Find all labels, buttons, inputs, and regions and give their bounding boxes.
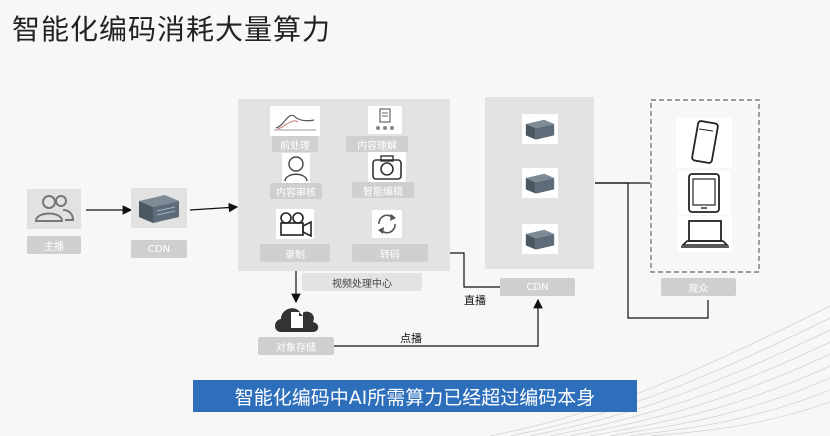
anchor-node (27, 189, 81, 229)
cdn-server-2 (522, 168, 558, 198)
smart-edit-icon-tile (368, 152, 406, 182)
server-icon (525, 119, 555, 140)
transcode-icon-tile (372, 210, 402, 238)
preprocess-icon-tile (270, 106, 320, 136)
anchor-label: 主播 (27, 236, 81, 254)
document-icon (376, 108, 394, 130)
audience-dashed-box (650, 99, 760, 273)
user-group-icon (34, 195, 75, 222)
review-label: 内容审核 (270, 183, 322, 199)
person-icon (284, 156, 308, 182)
record-icon-tile (276, 209, 314, 239)
transcode-label: 转码 (352, 244, 428, 262)
laptop-icon (681, 220, 729, 248)
page-title: 智能化编码消耗大量算力 (12, 13, 332, 46)
storage-cloud (271, 300, 323, 336)
review-icon-tile (282, 153, 310, 183)
cloud-file-icon (275, 308, 319, 332)
server-icon (525, 229, 555, 250)
video-center-label: 视频处理中心 (302, 273, 422, 291)
vod-label: 点播 (400, 332, 422, 345)
audience-label: 观众 (661, 278, 736, 296)
refresh-icon (378, 214, 396, 234)
understanding-label: 内容理解 (346, 136, 408, 152)
phone-tile (676, 118, 732, 168)
cdn-server-1 (522, 114, 558, 144)
cdn-left-node (131, 188, 187, 228)
decorative-waves (489, 305, 830, 436)
cdn-left-label: CDN (131, 240, 187, 258)
server-icon (525, 173, 555, 194)
record-label: 录制 (260, 244, 330, 262)
video-camera-icon (280, 212, 312, 237)
arrow-cdn-to-center (189, 202, 239, 213)
conclusion-banner: 智能化编码中AI所需算力已经超过编码本身 (193, 380, 637, 412)
cdn-right-label: CDN (500, 278, 575, 296)
laptop-tile (678, 216, 732, 252)
camera-icon (372, 155, 402, 180)
line-cdn-to-audience (595, 182, 709, 319)
server-icon (139, 195, 179, 223)
preprocess-label: 前处理 (272, 136, 318, 152)
smart-edit-label: 智能编辑 (352, 182, 414, 198)
understanding-icon-tile (368, 106, 402, 134)
cdn-server-3 (522, 224, 558, 254)
chart-icon (274, 114, 316, 131)
tablet-icon (688, 173, 720, 213)
tablet-tile (678, 171, 730, 215)
storage-label: 对象存储 (258, 337, 334, 355)
phone-icon (691, 120, 719, 164)
live-label: 直播 (464, 294, 486, 307)
line-storage-to-cdn (334, 298, 543, 347)
